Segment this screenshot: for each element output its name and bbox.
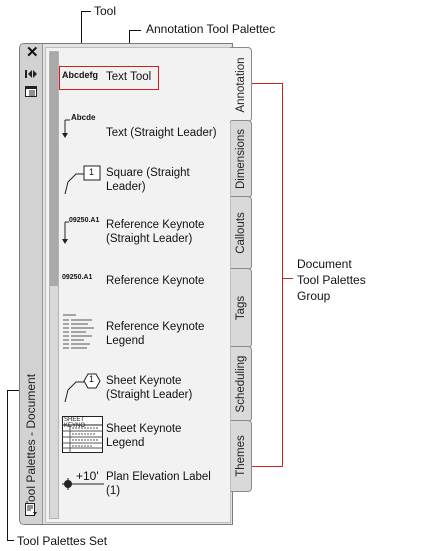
- sheet-keynote-legend-icon-text: SHEET KEYNO: [64, 417, 86, 429]
- tool-palettes-window: ✕ Tool Palettes - Document Abcdefg Text …: [19, 43, 233, 525]
- square-tag-icon-text: 1: [89, 167, 95, 177]
- tool-plan-elevation-label[interactable]: +10' Plan Elevation Label (1): [62, 462, 227, 506]
- palette-titlebar[interactable]: ✕ Tool Palettes - Document: [20, 44, 43, 524]
- tab-tags[interactable]: Tags: [231, 268, 252, 348]
- tab-annotation[interactable]: Annotation: [230, 47, 252, 122]
- tab-label: Tags: [235, 295, 247, 321]
- tool-label-line: Sheet Keynote: [106, 375, 182, 387]
- group-bracket-vertical: [282, 83, 283, 466]
- reference-keynote-leader-icon-text: 09250.A1: [69, 217, 100, 224]
- callout-document-group-label: Document Tool Palettes Group: [297, 256, 366, 304]
- tool-label: Reference Keynote Legend: [106, 320, 204, 348]
- tool-label: Text (Straight Leader): [106, 127, 217, 139]
- tool-label-line: (Straight Leader): [106, 389, 193, 401]
- tool-label: Reference Keynote (Straight Leader): [106, 218, 204, 246]
- square-tag-icon: 1: [62, 162, 104, 198]
- tool-label: Square (Straight Leader): [106, 166, 190, 194]
- group-bracket-top: [252, 83, 282, 84]
- tool-label-line: Legend: [106, 335, 145, 347]
- tab-label: Callouts: [235, 212, 247, 254]
- sheet-keynote-leader-icon: 1: [62, 370, 104, 406]
- tool-highlight-box: [59, 66, 159, 90]
- auto-hide-icon[interactable]: [25, 66, 37, 84]
- tool-label-line: (Straight Leader): [106, 233, 193, 245]
- callout-annotation-palette-label: Annotation Tool Palettec: [146, 22, 276, 36]
- tool-label-line: (1): [106, 485, 121, 497]
- callout-tool-hline: [81, 11, 91, 12]
- callout-document-group-line-1: Document: [297, 257, 352, 271]
- tool-label: Plan Elevation Label (1): [106, 470, 211, 498]
- tool-reference-keynote[interactable]: 09250.A1 Reference Keynote: [62, 270, 227, 298]
- callout-annotation-vline: [129, 30, 130, 44]
- tool-reference-keynote-straight-leader[interactable]: 09250.A1 Reference Keynote (Straight Lea…: [62, 212, 227, 256]
- callout-set-vline: [7, 390, 8, 540]
- reference-keynote-icon: 09250.A1: [62, 274, 93, 281]
- group-bracket-pointer: [283, 278, 293, 279]
- callout-document-group-line-3: Group: [297, 289, 331, 303]
- tool-label: Sheet Keynote (Straight Leader): [106, 374, 192, 402]
- tool-label-line: Reference Keynote: [106, 219, 205, 231]
- tab-dimensions[interactable]: Dimensions: [231, 120, 252, 198]
- callout-set-hline: [7, 540, 14, 541]
- tool-label-line: Leader): [106, 181, 146, 193]
- tool-label-line: Legend: [106, 437, 145, 449]
- palette-title: Tool Palettes - Document: [24, 373, 38, 509]
- reference-keynote-leader-icon: 09250.A1: [62, 214, 104, 250]
- scrollbar[interactable]: [49, 51, 59, 519]
- tool-square-straight-leader[interactable]: 1 Square (Straight Leader): [62, 158, 227, 202]
- text-leader-icon-text: Abcde: [71, 113, 96, 122]
- tab-scheduling[interactable]: Scheduling: [231, 346, 252, 422]
- tool-label-line: Reference Keynote: [106, 321, 205, 333]
- tool-reference-keynote-legend[interactable]: Reference Keynote Legend: [62, 312, 227, 358]
- reference-keynote-legend-icon: [62, 312, 104, 352]
- tool-sheet-keynote-legend[interactable]: SHEET KEYNO Sheet Keynote Legend: [62, 414, 227, 458]
- close-icon[interactable]: ✕: [26, 44, 39, 61]
- tool-text-straight-leader[interactable]: Abcde Text (Straight Leader): [62, 110, 227, 150]
- text-tool-icon: Abcdefg: [62, 70, 98, 80]
- text-leader-icon: Abcde: [62, 112, 104, 142]
- tool-label-line: Plan Elevation Label: [106, 471, 211, 483]
- plan-elevation-label-icon-text: +10': [76, 469, 99, 483]
- sheet-keynote-legend-icon: SHEET KEYNO: [62, 416, 104, 454]
- tool-label-line: Sheet Keynote: [106, 423, 182, 435]
- group-bracket-bottom: [252, 466, 283, 467]
- tool-text[interactable]: Abcdefg Text Tool: [59, 64, 227, 90]
- properties-icon[interactable]: [25, 84, 37, 102]
- callout-annotation-hline: [129, 30, 141, 31]
- tab-label: Scheduling: [235, 355, 247, 413]
- tab-label: Themes: [235, 435, 247, 477]
- tool-sheet-keynote-straight-leader[interactable]: 1 Sheet Keynote (Straight Leader): [62, 366, 227, 410]
- scrollbar-thumb[interactable]: [50, 52, 58, 286]
- palette-menu-icon[interactable]: [25, 503, 37, 521]
- callout-document-group-line-2: Tool Palettes: [297, 273, 366, 287]
- callout-tool-vline: [81, 11, 82, 66]
- tool-label-line: Square (Straight: [106, 167, 190, 179]
- tab-label: Dimensions: [235, 128, 247, 190]
- callout-tool-label: Tool: [94, 4, 117, 18]
- tab-label: Annotation: [234, 57, 247, 112]
- tool-label: Text Tool: [106, 71, 152, 83]
- callout-palettes-set-label: Tool Palettes Set: [17, 534, 108, 548]
- sheet-keynote-leader-icon-text: 1: [89, 374, 95, 384]
- callout-set-top: [7, 390, 19, 391]
- tab-callouts[interactable]: Callouts: [231, 196, 252, 270]
- plan-elevation-label-icon: +10': [62, 466, 104, 502]
- palette-content: Abcdefg Text Tool Abcde Text (Straight L…: [45, 47, 231, 523]
- tool-label: Reference Keynote: [106, 275, 205, 287]
- tool-label: Sheet Keynote Legend: [106, 422, 181, 450]
- tab-themes[interactable]: Themes: [231, 420, 252, 492]
